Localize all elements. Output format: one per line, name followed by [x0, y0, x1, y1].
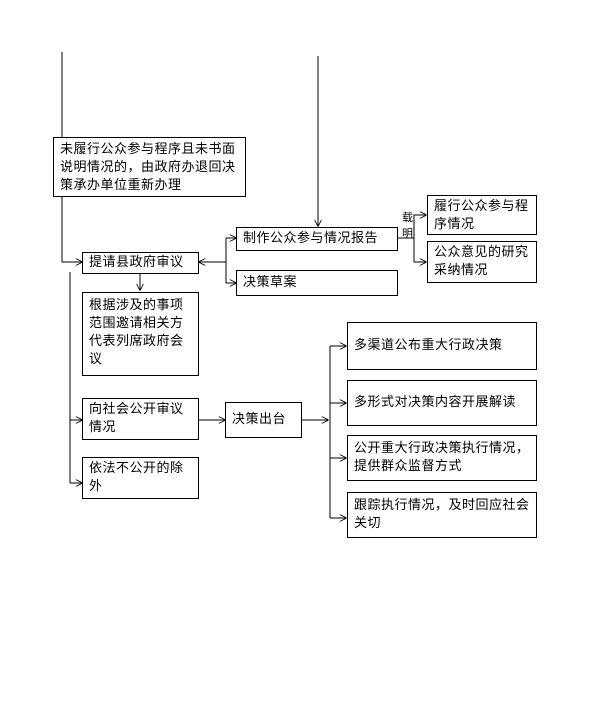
draft-box: 决策草案 [236, 270, 398, 296]
label-ming: 明 [402, 227, 413, 240]
public-review-box: 向社会公开审议情况 [82, 398, 199, 440]
label-zai: 载 [402, 211, 413, 224]
report-to-fulfil [398, 215, 426, 239]
make-report-box: 制作公众参与情况报告 [236, 227, 398, 251]
branch-to-draft [225, 262, 236, 283]
report-to-opinion [413, 238, 426, 262]
invite-box: 根据涉及的事项范围邀请相关方代表列席政府会议 [82, 292, 199, 376]
branch-to-report [225, 238, 236, 262]
submit-review-box: 提请县政府审议 [82, 252, 199, 274]
fulfil-box: 履行公众参与程序情况 [427, 195, 537, 235]
interpret-box: 多形式对决策内容开展解读 [347, 380, 537, 426]
opinion-box: 公众意见的研究采纳情况 [427, 241, 537, 283]
issue-box: 决策出台 [225, 402, 302, 438]
track-box: 跟踪执行情况，及时回应社会关切 [347, 492, 537, 538]
channels-box: 多渠道公布重大行政决策 [347, 322, 537, 370]
return-box: 未履行公众参与程序且未书面说明情况的，由政府办退回决策承办单位重新办理 [53, 137, 246, 197]
left-feed-line [61, 52, 82, 262]
execute-public-box: 公开重大行政决策执行情况，提供群众监督方式 [347, 435, 537, 481]
not-public-box: 依法不公开的除外 [82, 457, 199, 499]
